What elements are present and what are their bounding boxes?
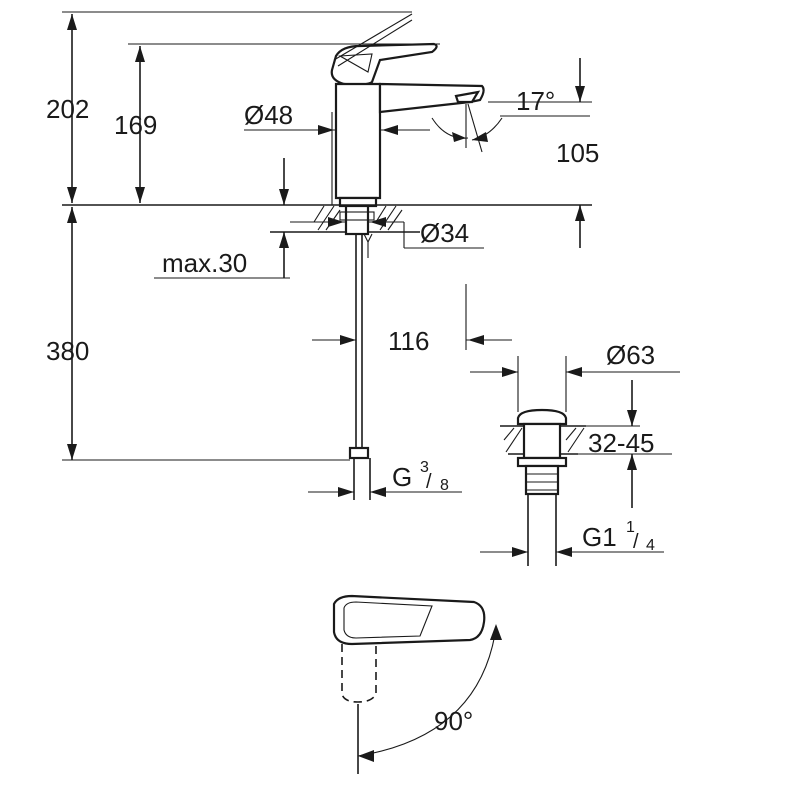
waste-nut xyxy=(516,456,568,468)
label-waste-thread-den: 4 xyxy=(646,537,655,554)
faucet-lever xyxy=(330,42,438,86)
label-169: 169 xyxy=(114,110,157,140)
label-202: 202 xyxy=(46,94,89,124)
lever-guide-1 xyxy=(333,13,413,61)
label-waste-thread-g1: G1 xyxy=(582,522,617,552)
dim-380: 380 xyxy=(46,207,350,461)
hose-connector xyxy=(348,446,370,460)
label-116: 116 xyxy=(388,326,429,356)
waste-cap xyxy=(516,408,568,426)
dim-202: 202 xyxy=(46,11,412,203)
lever-top-view: 90° xyxy=(332,594,502,774)
dim-105: 105 xyxy=(488,58,599,248)
supply-hose xyxy=(348,234,371,500)
label-32-45: 32-45 xyxy=(588,428,655,458)
label-hose-thread-den: 8 xyxy=(440,477,449,494)
dim-diameter-63: Ø63 xyxy=(470,340,680,412)
label-diameter-34: Ø34 xyxy=(420,218,469,248)
dim-waste-thread: G1 1 / 4 xyxy=(480,519,664,557)
label-diameter-63: Ø63 xyxy=(606,340,655,370)
waste-fitting xyxy=(500,408,586,566)
dim-diameter-48: Ø48 xyxy=(244,100,430,205)
label-rotation-90: 90° xyxy=(434,706,473,736)
rotation-arc xyxy=(357,627,497,757)
label-105: 105 xyxy=(556,138,599,168)
faucet-body xyxy=(334,82,382,200)
top-lever-inner xyxy=(343,601,433,639)
dim-116: 116 xyxy=(312,284,512,356)
label-380: 380 xyxy=(46,336,89,366)
dim-hose-thread: G 3 / 8 xyxy=(308,459,462,497)
countertop xyxy=(62,204,592,258)
svg-text:/: / xyxy=(633,531,639,553)
label-max-30: max.30 xyxy=(162,248,247,278)
label-diameter-48: Ø48 xyxy=(244,100,293,130)
lever-rotated-outline xyxy=(341,644,377,703)
lever-guide-2 xyxy=(337,19,413,67)
waste-thread-body xyxy=(524,464,560,496)
label-hose-thread-g: G xyxy=(392,462,412,492)
top-lever-body xyxy=(332,594,486,646)
mounting-nut xyxy=(339,211,375,221)
dim-max-30: max.30 xyxy=(154,158,290,279)
dim-diameter-34: Ø34 xyxy=(290,217,484,249)
label-angle-17: 17° xyxy=(516,86,555,116)
spout-aerator xyxy=(454,90,481,104)
faucet-side-view xyxy=(330,13,485,208)
svg-text:/: / xyxy=(426,471,432,493)
waste-body xyxy=(522,422,562,460)
dim-32-45: 32-45 xyxy=(578,380,672,508)
shank-tip xyxy=(363,233,373,244)
label-hose-thread-num: 3 xyxy=(420,459,429,476)
label-waste-thread-num: 1 xyxy=(626,519,635,536)
dim-angle-17: 17° xyxy=(431,86,590,153)
dim-169: 169 xyxy=(114,43,440,203)
